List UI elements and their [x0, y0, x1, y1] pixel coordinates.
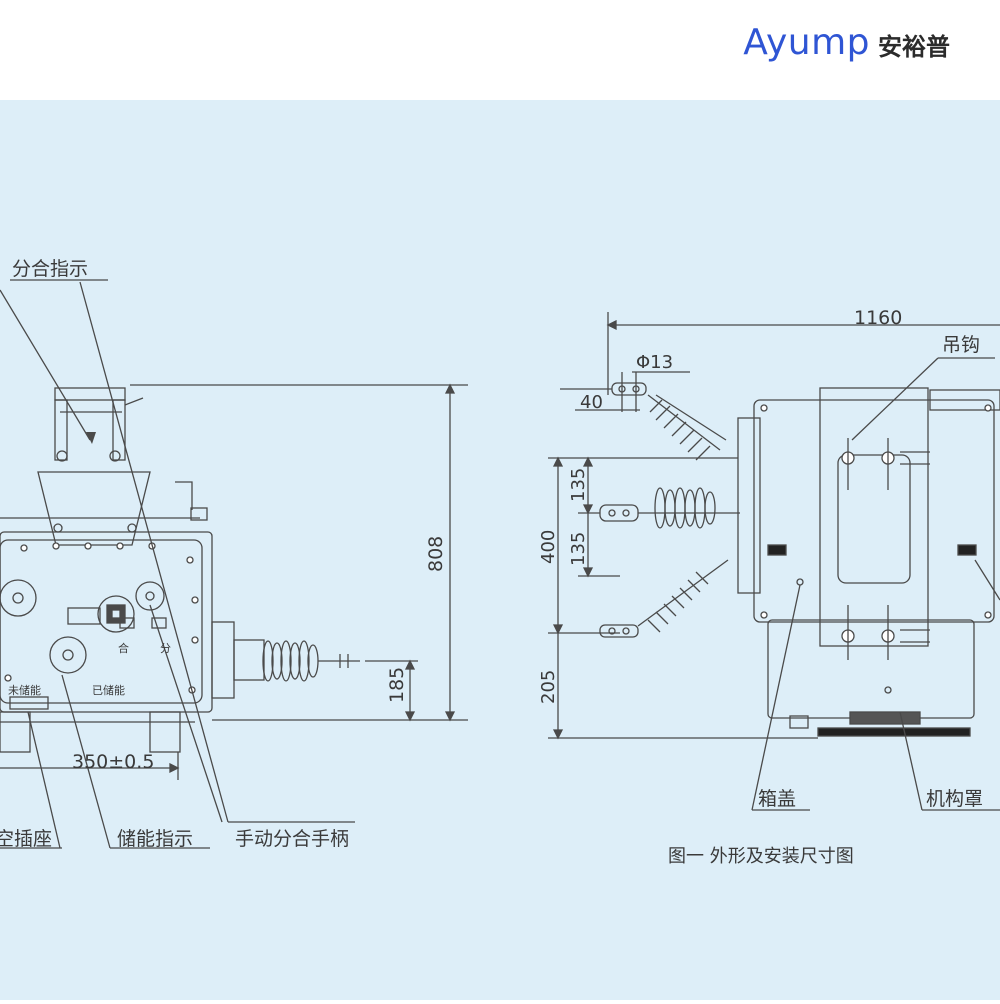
label-manual-handle: 手动分合手柄 — [235, 828, 349, 850]
panel-not-charged-text: 未储能 — [8, 683, 41, 697]
front-dimensions — [0, 383, 468, 780]
diagram-caption: 图一 外形及安装尺寸图 — [668, 846, 854, 867]
side-terminal-box — [211, 621, 235, 699]
dim-350: 350±0.5 — [72, 751, 154, 773]
dim-phi13: Φ13 — [636, 352, 673, 373]
technical-drawing: 分合指示 空插座 储能指示 手动分合手柄 吊钩 箱盖 机构罩 图一 外形及安装尺… — [0, 258, 1000, 867]
front-view — [0, 387, 360, 753]
mechanism-housing — [767, 619, 975, 719]
control-panel — [0, 539, 203, 704]
label-lifting-hook: 吊钩 — [942, 334, 980, 356]
terminal-top — [611, 382, 727, 461]
dim-40: 40 — [580, 392, 603, 413]
support-plate — [37, 471, 151, 546]
center-window — [837, 454, 911, 584]
label-energy-indicator: 储能指示 — [117, 828, 193, 850]
label-mechanism-cover: 机构罩 — [926, 788, 983, 810]
panel-close-text: 合 — [118, 641, 129, 655]
lifting-bracket-top — [54, 387, 126, 401]
brand-name-cn: 安裕普 — [878, 33, 950, 61]
energy-dial — [49, 636, 87, 674]
center-frame — [819, 387, 929, 647]
front-leaders — [0, 279, 355, 849]
open-close-dial — [135, 581, 165, 611]
dim-400: 400 — [538, 530, 559, 564]
side-dimensions — [548, 312, 1000, 740]
side-flange — [737, 417, 761, 594]
brand-logo[interactable]: Ayump 安裕普 — [743, 22, 950, 63]
dim-205: 205 — [538, 670, 559, 704]
side-view — [599, 382, 1000, 737]
side-leaders — [751, 357, 1000, 811]
box-body — [753, 399, 995, 623]
dim-135-b: 135 — [568, 532, 589, 566]
terminal-middle — [599, 487, 740, 529]
socket-base — [9, 696, 49, 710]
handle-slot — [67, 607, 101, 625]
dim-185: 185 — [386, 667, 408, 703]
label-box-cover: 箱盖 — [758, 788, 796, 810]
label-open-close-indicator: 分合指示 — [12, 258, 88, 280]
manual-handle-dial — [97, 595, 135, 633]
label-control-socket: 空插座 — [0, 828, 52, 850]
ground-bolt — [190, 507, 208, 521]
panel-open-text: 分 — [160, 642, 171, 655]
dim-1160: 1160 — [854, 307, 902, 329]
lifting-bracket-left — [54, 399, 68, 461]
panel-charged-text: 已储能 — [92, 683, 125, 697]
header: Ayump 安裕普 — [0, 0, 1000, 100]
lifting-bracket-right — [112, 399, 126, 461]
left-foot — [0, 711, 31, 753]
dim-808: 808 — [425, 536, 447, 572]
terminal-bottom — [599, 559, 729, 638]
base-plate — [817, 727, 971, 737]
diagram-canvas: 分合指示 空插座 储能指示 手动分合手柄 吊钩 箱盖 机构罩 图一 外形及安装尺… — [0, 100, 1000, 1000]
side-insulator — [262, 640, 360, 682]
right-foot — [149, 711, 181, 753]
brand-name-en: Ayump — [743, 22, 870, 63]
dim-135-a: 135 — [568, 468, 589, 502]
dial-left — [0, 579, 37, 617]
